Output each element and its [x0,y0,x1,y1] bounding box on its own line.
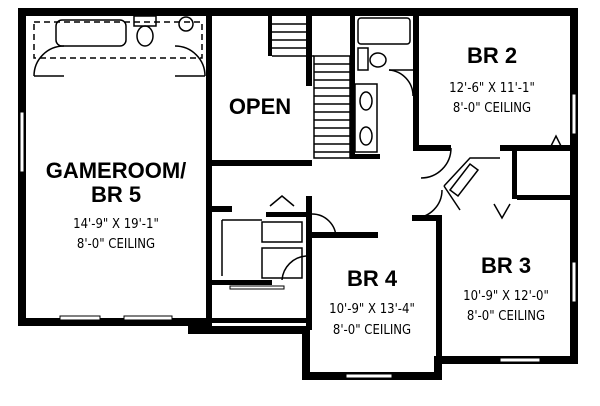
gameroom-name-line2: BR 5 [91,182,141,207]
br4-name: BR 4 [347,266,398,291]
windows [19,93,577,379]
gameroom-bath-fixtures [33,15,206,77]
br4-size: 10'-9" X 13'-4" [329,302,415,317]
br3-ceiling: 8'-0" CEILING [467,309,545,324]
br2-name: BR 2 [467,43,517,68]
interior-walls [206,16,570,365]
room-labels: GAMEROOM/ BR 5 14'-9" X 19'-1" 8'-0" CEI… [46,43,549,338]
hall-bath-fixtures [354,17,414,153]
br2-size: 12'-6" X 11'-1" [449,81,535,96]
br2-ceiling: 8'-0" CEILING [453,101,531,116]
gameroom-ceiling: 8'-0" CEILING [77,237,155,252]
gameroom-name-line1: GAMEROOM/ [46,158,187,183]
br4-ceiling: 8'-0" CEILING [333,323,411,338]
closet-details [221,162,480,279]
br3-size: 10'-9" X 12'-0" [463,289,549,304]
staircase [272,23,351,159]
open-label: OPEN [229,94,291,119]
br3-name: BR 3 [481,253,531,278]
gameroom-size: 14'-9" X 19'-1" [73,217,159,232]
